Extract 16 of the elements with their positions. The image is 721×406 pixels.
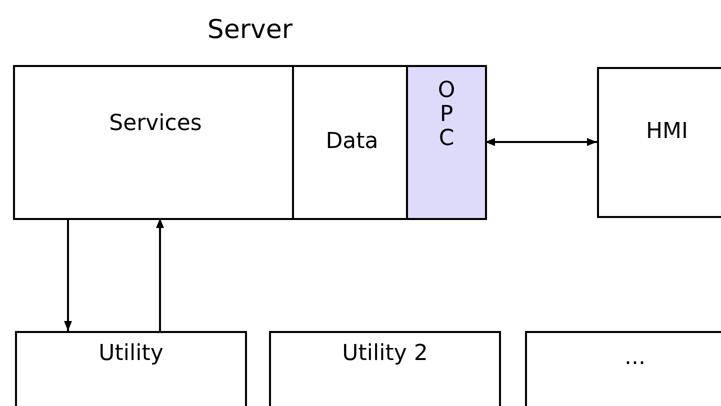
arrow [156,218,164,331]
arrow [64,218,72,331]
box-label: Services [109,111,202,138]
box-label: ... [624,345,646,372]
placeholder-box [525,331,721,406]
box-label: Data [326,129,378,156]
hmi-box [597,67,721,218]
box-label: HMI [646,119,688,146]
box-label: Utility 2 [342,341,428,368]
utility-box [269,331,501,406]
box-label: Utility [98,341,164,368]
utility-box [15,331,247,406]
box-label: OPC [436,79,456,152]
opc-box [408,67,485,218]
arrow [485,138,597,146]
server-heading: Server [206,15,294,45]
